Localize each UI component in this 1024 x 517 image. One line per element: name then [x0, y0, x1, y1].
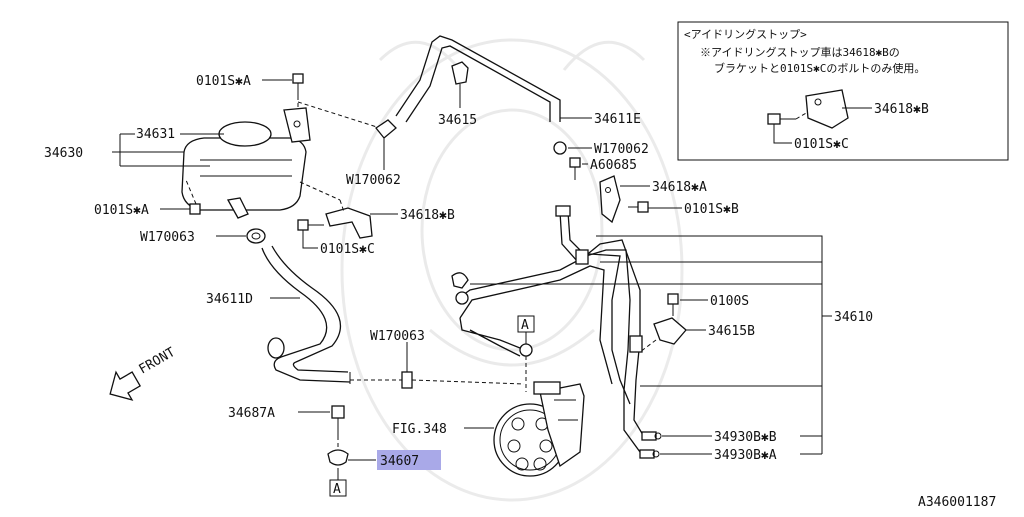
label-34618b: 34618✱B	[400, 208, 455, 223]
clamp-w170062-right-icon	[553, 141, 567, 155]
label-34930bb: 34930B✱B	[714, 430, 777, 445]
bolt-34687a-icon	[331, 405, 345, 436]
inset-title: <アイドリングストップ>	[684, 27, 807, 41]
reservoir-tank	[181, 107, 311, 219]
bolt-top-icon	[292, 73, 304, 96]
bolt-0101sb-icon	[628, 201, 649, 213]
highlight-34607	[377, 450, 441, 470]
clip-34615-icon	[451, 61, 469, 85]
label-bolt-a-top: 0101S✱A	[196, 74, 251, 89]
bolt-0101sc-icon	[297, 219, 324, 231]
label-0101sc: 0101S✱C	[320, 242, 375, 257]
label-fig-348: FIG.348	[392, 422, 447, 437]
label-w170062-left: W170062	[346, 173, 401, 188]
idling-stop-inset: <アイドリングストップ> ※アイドリングストップ車は34618✱Bの ブラケット…	[677, 21, 1009, 161]
power-steering-pump	[493, 381, 585, 477]
label-0100s: 0100S	[710, 294, 749, 309]
inset-bolt-icon	[767, 113, 796, 125]
gasket-34930bb-icon	[641, 431, 662, 441]
inset-bracket	[805, 89, 849, 129]
inset-note-line2: ブラケットと0101S✱Cのボルトのみ使用。	[714, 61, 925, 75]
hose-34611e	[395, 35, 561, 123]
inset-note-line1: ※アイドリングストップ車は34618✱Bの	[700, 45, 900, 59]
gasket-34930ba-icon	[639, 449, 660, 459]
bracket-34615b-icon	[653, 317, 687, 345]
label-w170063-mid: W170063	[370, 329, 425, 344]
front-arrow-icon	[109, 370, 142, 401]
clamp-w170062-left-icon	[375, 119, 397, 139]
pipe-clamp-icon	[451, 272, 469, 305]
label-34687a: 34687A	[228, 406, 275, 421]
clamp-w170063-top-icon	[246, 228, 266, 244]
bracket-34618b-icon	[325, 207, 373, 239]
clamp-w170063-mid-icon	[401, 371, 413, 389]
ref-a-bottom	[329, 479, 347, 497]
label-34610: 34610	[834, 310, 873, 325]
label-bolt-a-left: 0101S✱A	[94, 203, 149, 218]
front-label: FRONT	[137, 345, 179, 378]
bolt-a60685-icon	[569, 157, 581, 180]
label-34630: 34630	[44, 146, 83, 161]
bolt-left-icon	[180, 203, 201, 215]
label-0101sb: 0101S✱B	[684, 202, 739, 217]
label-a60685: A60685	[590, 158, 637, 173]
label-34615: 34615	[438, 113, 477, 128]
label-34631: 34631	[136, 127, 175, 142]
label-34618a: 34618✱A	[652, 180, 707, 195]
ref-a-bottom-label: A	[333, 482, 341, 497]
diagram-id: A346001187	[918, 495, 996, 510]
bolt-0100s-icon	[667, 293, 679, 316]
hose-34611d	[261, 245, 351, 383]
inset-bolt-label: 0101S✱C	[794, 137, 849, 152]
bracket-34618a-icon	[599, 175, 621, 224]
ref-a-pipe-label: A	[521, 318, 529, 333]
label-34611e: 34611E	[594, 112, 641, 127]
label-34607[interactable]: 34607	[380, 454, 419, 469]
inset-bracket-label: 34618✱B	[874, 102, 929, 117]
washer-34607-icon	[327, 449, 349, 466]
label-w170063-top: W170063	[140, 230, 195, 245]
label-34615b: 34615B	[708, 324, 755, 339]
label-34930ba: 34930B✱A	[714, 448, 777, 463]
watermark-emblem	[340, 38, 684, 502]
label-w170062-right: W170062	[594, 142, 649, 157]
label-34611d: 34611D	[206, 292, 253, 307]
